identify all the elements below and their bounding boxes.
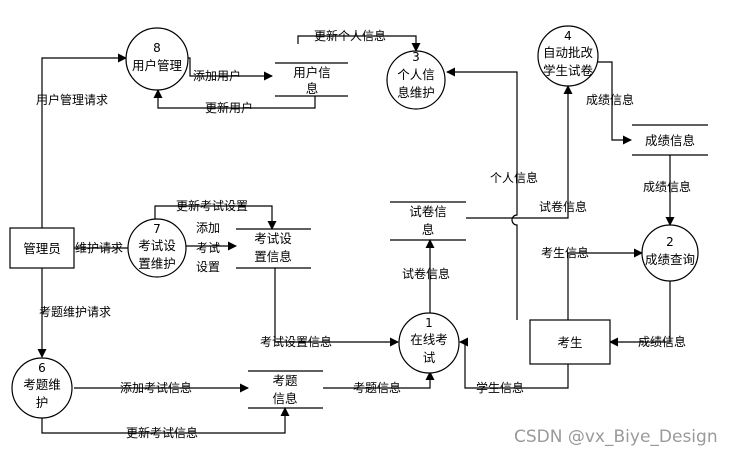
process-label-line2: 护 <box>36 395 49 410</box>
flow-label-student-info-2: 学生信息 <box>476 380 524 395</box>
process-number: 6 <box>38 361 46 375</box>
entity-label: 考生 <box>557 335 582 350</box>
flow-label-exam-settings-info: 考试设置信息 <box>260 334 332 349</box>
store-label-line2: 息 <box>306 81 319 96</box>
process-label-line2: 学生试卷 <box>543 63 594 78</box>
flow-label-update-user: 更新用户 <box>205 100 253 115</box>
process-number: 4 <box>564 29 572 43</box>
flow-label-score-info-1: 成绩信息 <box>586 92 634 107</box>
store-question-info: 考题 信息 <box>248 370 323 409</box>
process-label: 成绩查询 <box>645 252 695 267</box>
store-user-info: 用户信 息 <box>275 62 348 97</box>
flow-student-info-p2-line <box>567 248 643 320</box>
process-3-personal-info-maintenance: 3 个人信 息维护 <box>386 50 446 110</box>
flow-update-personal-line <box>297 35 421 52</box>
flow-label-update-exam-settings: 更新考试设置 <box>176 198 248 213</box>
store-label-line1: 试卷信 <box>409 204 447 219</box>
flow-label-student-info-1: 考生信息 <box>541 245 589 260</box>
store-label-line1: 考试设 <box>254 231 292 246</box>
flow-score-p4-store-line <box>598 61 632 145</box>
process-number: 2 <box>666 235 674 249</box>
process-label-line2: 置维护 <box>138 256 176 271</box>
flow-score-p2-student-line <box>609 280 671 347</box>
store-label-line2: 信息 <box>272 391 297 406</box>
flow-label-add-user: 添加用户 <box>193 68 241 83</box>
process-label-line2: 息维护 <box>397 85 435 100</box>
flow-update-user-line <box>153 89 316 109</box>
process-label-line1: 自动批改 <box>543 45 594 60</box>
flow-label-add-settings-2: 考试 <box>196 240 220 255</box>
flow-label-update-personal: 更新个人信息 <box>314 28 386 43</box>
process-number: 1 <box>425 316 433 330</box>
process-4-auto-grading: 4 自动批改 学生试卷 <box>537 25 599 87</box>
entity-student: 考生 <box>529 319 611 365</box>
flow-label-add-exam-info: 添加考试信息 <box>120 380 192 395</box>
flow-update-settings-line <box>154 205 277 230</box>
store-label-line2: 息 <box>422 222 435 237</box>
flow-label-personal-info: 个人信息 <box>490 170 538 185</box>
store-score-info: 成绩信息 <box>632 124 708 156</box>
watermark: CSDN @vx_Biye_Design <box>514 427 718 447</box>
process-6-question-maintenance: 6 考题维 护 <box>11 357 73 419</box>
flow-label-add-settings-1: 添加 <box>196 221 220 235</box>
flow-label-user-mgmt-request: 用户管理请求 <box>36 92 108 107</box>
process-2-score-query: 2 成绩查询 <box>641 224 699 282</box>
store-paper-info: 试卷信 息 <box>390 201 466 241</box>
flow-settings-info-line <box>274 268 399 347</box>
flow-label-maintain-request: 维护请求 <box>75 241 123 255</box>
flow-student-info-p1-line <box>459 337 569 389</box>
process-label: 用户管理 <box>132 58 183 73</box>
entity-administrator: 管理员 <box>9 227 75 269</box>
flow-user-mgmt-request-line <box>41 53 127 228</box>
process-1-online-exam: 1 在线考 试 <box>398 312 460 374</box>
process-label-line1: 个人信 <box>397 67 435 82</box>
store-exam-settings-info: 考试设 置信息 <box>236 228 311 269</box>
store-label-line1: 用户信 <box>293 65 331 80</box>
process-number: 8 <box>153 41 161 55</box>
flow-label-question-info: 考题信息 <box>353 380 401 395</box>
flow-update-exam-info-line <box>41 407 290 434</box>
process-8-user-management: 8 用户管理 <box>125 27 189 91</box>
process-number: 7 <box>153 222 161 236</box>
process-label-line1: 在线考 <box>410 332 448 347</box>
process-label-line1: 考试设 <box>138 238 176 253</box>
store-label-line1: 考题 <box>272 373 298 388</box>
flow-paper-info-p4-line <box>466 85 573 219</box>
flow-question-info-line <box>323 371 435 389</box>
flow-label-score-info-3: 成绩信息 <box>638 334 686 349</box>
flow-personal-info-line <box>446 67 518 320</box>
flow-label-paper-info-up: 试卷信息 <box>539 199 587 214</box>
process-label-line1: 考题维 <box>23 377 61 392</box>
process-7-exam-settings-maintenance: 7 考试设 置维护 <box>127 218 187 278</box>
flow-label-score-info-2: 成绩信息 <box>643 179 691 194</box>
flow-labels: 更新个人信息 添加用户 更新用户 用户管理请求 成绩信息 成绩信息 成绩信息 个… <box>36 28 691 440</box>
flow-lines <box>37 35 675 434</box>
store-label: 成绩信息 <box>645 133 695 148</box>
flow-label-question-maint-request: 考题维护请求 <box>39 305 111 319</box>
flow-label-update-exam-info: 更新考试信息 <box>126 425 198 440</box>
flow-label-paper-info-down: 试卷信息 <box>402 266 450 281</box>
flow-label-add-settings-3: 设置 <box>196 260 220 274</box>
entity-label: 管理员 <box>23 241 61 256</box>
process-number: 3 <box>412 50 420 64</box>
store-label-line2: 置信息 <box>254 249 292 264</box>
process-label-line2: 试 <box>423 350 436 365</box>
